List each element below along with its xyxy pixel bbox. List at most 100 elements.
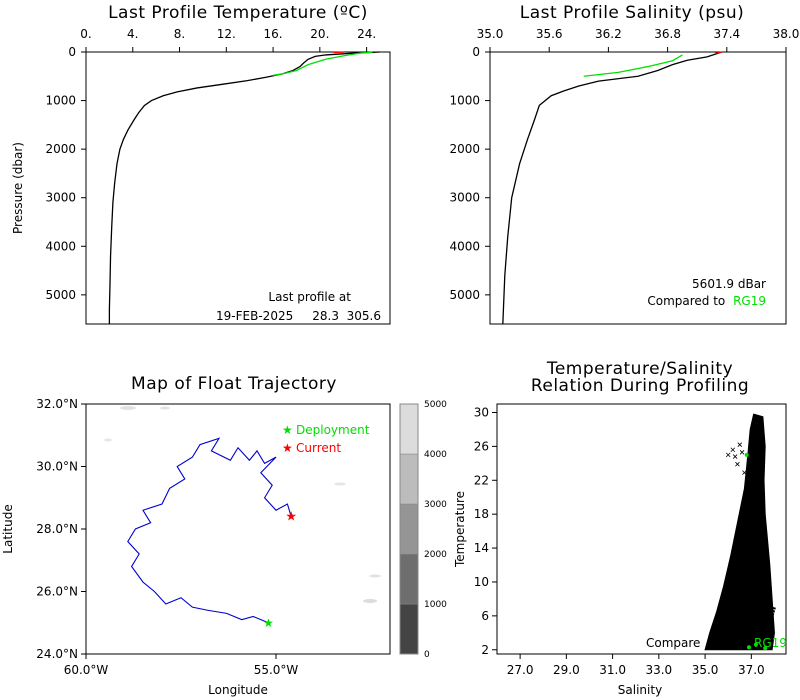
legend-current-label: Current <box>296 441 341 455</box>
ts-outlier-point <box>730 447 736 453</box>
ts-y-tick-label: 30 <box>474 405 489 419</box>
ts-outlier-point <box>735 461 740 467</box>
salinity-profile-line <box>714 51 723 55</box>
temp-y-tick-label: 1000 <box>45 94 76 108</box>
sal-x-tick-label: 36.2 <box>595 27 622 41</box>
sal-y-tick-label: 5000 <box>449 288 480 302</box>
temp-x-tick-label: 12. <box>217 27 236 41</box>
sal-y-tick-label: 3000 <box>449 191 480 205</box>
ts-strand <box>745 547 765 648</box>
colorbar-segment <box>399 553 419 605</box>
legend-deployment-label: Deployment <box>296 423 370 437</box>
ts-outlier-point <box>725 452 731 458</box>
ts-x-tick-label: 33.0 <box>645 663 672 677</box>
temperature-axis-label: Temperature <box>453 491 467 568</box>
ts-outlier-point <box>737 442 743 447</box>
map-y-tick-label: 30.0°N <box>36 460 78 474</box>
current-marker: ★ <box>285 510 297 525</box>
compared-to-reference: RG19 <box>733 294 766 308</box>
latitude-axis-label: Latitude <box>1 504 15 553</box>
ts-y-tick-label: 14 <box>474 541 489 555</box>
colorbar-tick-label: 3000 <box>424 500 447 510</box>
float-trajectory: ★★ <box>127 437 297 630</box>
ts-reference-point <box>747 645 752 650</box>
temperature-profile-line <box>272 51 373 76</box>
ts-x-tick-label: 31.0 <box>599 663 626 677</box>
ts-y-tick-label: 18 <box>474 507 489 521</box>
temp-y-tick-label: 4000 <box>45 239 76 253</box>
last-profile-date-position: 19-FEB-2025 28.3 305.6 <box>216 309 381 323</box>
deployment-marker: ★ <box>263 616 274 630</box>
ts-point-cloud <box>704 413 775 651</box>
ts-x-tick-label: 35.0 <box>692 663 719 677</box>
salinity-profile-line <box>502 51 723 325</box>
temp-x-tick-label: 24. <box>357 27 376 41</box>
temp-x-tick-label: 16. <box>264 27 283 41</box>
colorbar-frame <box>399 403 419 655</box>
colorbar-segment <box>399 453 419 505</box>
map-y-tick-label: 28.0°N <box>36 522 78 536</box>
ts-y-tick-label: 2 <box>481 643 489 657</box>
map-panel-title: Map of Float Trajectory <box>131 374 337 394</box>
map-x-tick-label: 60.0°W <box>64 663 109 677</box>
map-x-tick-label: 55.0°W <box>254 663 299 677</box>
ts-compare-label: Compare <box>646 636 700 650</box>
ts-x-tick-label: 29.0 <box>553 663 580 677</box>
colorbar-tick-label: 5000 <box>424 400 447 410</box>
map-y-tick-label: 24.0°N <box>36 647 78 661</box>
ts-diagram-panel: Temperature/Salinity Relation During Pro… <box>453 359 787 697</box>
ts-panel-title-line2: Relation During Profiling <box>531 376 749 396</box>
ts-outlier-point <box>746 457 752 463</box>
colorbar-tick-label: 0 <box>424 650 430 660</box>
temp-y-tick-label: 3000 <box>45 191 76 205</box>
colorbar-segment <box>399 603 419 655</box>
ts-y-tick-label: 22 <box>474 473 489 487</box>
sal-x-tick-label: 37.4 <box>713 27 740 41</box>
temp-x-tick-label: 4. <box>127 27 138 41</box>
temp-y-tick-label: 5000 <box>45 288 76 302</box>
profile-depth-label: 5601.9 dBar <box>692 277 766 291</box>
legend-current: ★ Current <box>282 441 341 455</box>
salinity-profile-line <box>583 54 683 77</box>
colorbar-tick-label: 4000 <box>424 450 447 460</box>
compared-to-text: Compared to <box>647 294 725 308</box>
ts-outlier-point <box>742 470 747 475</box>
colorbar-tick-label: 2000 <box>424 550 447 560</box>
current-star-icon: ★ <box>282 441 293 455</box>
temp-x-tick-label: 0. <box>80 27 91 41</box>
salinity-axis-label: Salinity <box>618 683 662 697</box>
sal-x-tick-label: 35.6 <box>536 27 563 41</box>
temperature-plot-frame <box>85 51 391 325</box>
sal-y-tick-label: 1000 <box>449 94 480 108</box>
ts-scatter <box>704 413 776 651</box>
sal-y-tick-label: 0 <box>472 45 480 59</box>
temperature-series <box>108 51 380 324</box>
bathymetry-patches <box>104 406 381 603</box>
temperature-panel-title: Last Profile Temperature (ºC) <box>108 3 368 23</box>
trajectory-line <box>127 437 292 624</box>
sal-y-tick-label: 2000 <box>449 142 480 156</box>
sal-x-tick-label: 35.0 <box>477 27 504 41</box>
longitude-axis-label: Longitude <box>208 683 268 697</box>
ts-y-tick-label: 10 <box>474 575 489 589</box>
temp-x-tick-label: 8. <box>174 27 185 41</box>
temp-y-tick-label: 2000 <box>45 142 76 156</box>
temperature-profile-panel: Last Profile Temperature (ºC) 0. 4. 8. 12. 1… <box>11 3 391 325</box>
ts-strand <box>763 606 776 648</box>
colorbar-tick-label: 1000 <box>424 600 447 610</box>
ts-reference-point <box>744 452 749 457</box>
ts-x-tick-label: 27.0 <box>507 663 534 677</box>
compared-to-label: Compared to RG19 <box>647 294 766 308</box>
ts-y-tick-label: 6 <box>481 609 489 623</box>
temp-x-tick-label: 20. <box>310 27 329 41</box>
salinity-plot-frame <box>489 51 787 325</box>
sal-x-tick-label: 36.8 <box>654 27 681 41</box>
ts-plot-frame <box>496 403 787 655</box>
ts-strand <box>754 573 772 648</box>
ts-outlier-point <box>739 450 745 455</box>
